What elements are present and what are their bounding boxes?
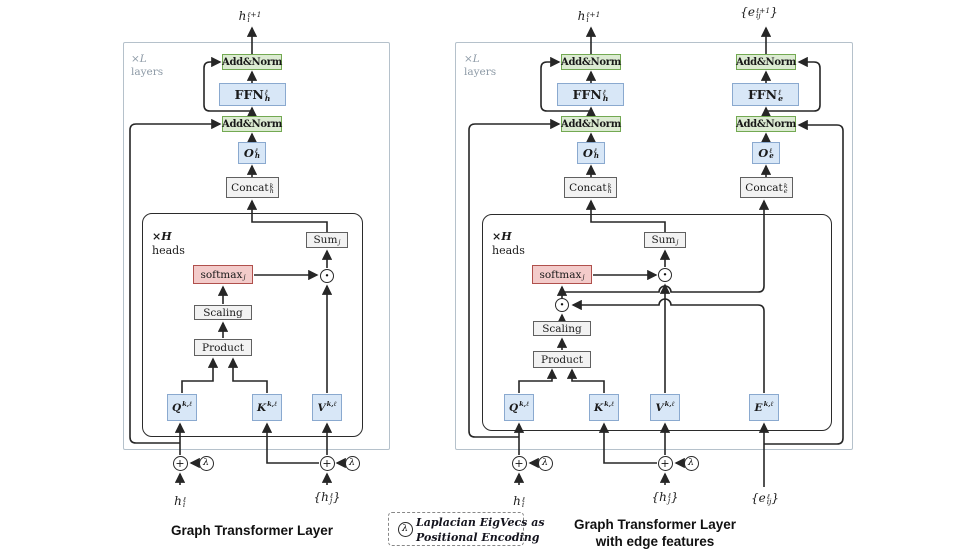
r-e-to-dot1 <box>571 298 765 393</box>
right-addnorm-mid-h-box: Add&Norm <box>561 116 621 132</box>
left-layers-tag: ×L layers <box>131 53 164 79</box>
left-lambda-hi-circle: λ <box>198 455 214 471</box>
left-caption: Graph Transformer Layer <box>170 523 334 538</box>
left-lambda-hj-circle: λ <box>344 455 360 471</box>
left-plus-hi-circle: + <box>172 455 188 471</box>
left-scaling-box: Scaling <box>194 305 252 320</box>
l-k-to-product <box>227 357 268 393</box>
right-plus-hi-circle: + <box>511 455 527 471</box>
right-scaling-box: Scaling <box>533 321 591 336</box>
left-addnorm-top-box: Add&Norm <box>222 54 282 70</box>
legend-box <box>388 512 524 546</box>
r-ffnh-residual <box>540 56 591 112</box>
right-lambda-hi-circle: λ <box>537 455 553 471</box>
right-layers-tag: ×L layers <box>464 53 497 79</box>
r-hj-to-k <box>598 422 657 464</box>
left-hadamard-circle: · <box>320 269 334 283</box>
legend-lambda-circle: λ <box>397 521 413 537</box>
left-product-box: Product <box>194 339 252 356</box>
l-hj-to-k <box>261 422 319 464</box>
r-q-to-product <box>518 368 558 393</box>
right-product-box: Product <box>533 351 591 368</box>
left-heads-tag: ×H heads <box>152 230 185 257</box>
l-h-residual <box>129 118 222 444</box>
right-caption: Graph Transformer Layer with edge featur… <box>573 517 737 549</box>
left-plus-hj-circle: + <box>319 455 335 471</box>
r-k-to-product <box>566 368 605 393</box>
r-h-residual <box>468 118 561 438</box>
right-lambda-hj-circle: λ <box>683 455 699 471</box>
l-ffn-residual <box>203 56 252 112</box>
legend-text: Laplacian EigVecs as Positional Encoding <box>416 516 545 544</box>
r-e-residual <box>764 119 844 445</box>
right-addnorm-top-h-box: Add&Norm <box>561 54 621 70</box>
l-q-to-product <box>181 357 219 393</box>
right-addnorm-top-e-box: Add&Norm <box>736 54 796 70</box>
right-addnorm-mid-e-box: Add&Norm <box>736 116 796 132</box>
right-hadamard-upper-circle: · <box>658 268 672 282</box>
l-sum-to-concat <box>246 199 328 232</box>
r-ffne-residual <box>766 56 821 112</box>
left-addnorm-mid-box: Add&Norm <box>222 116 282 132</box>
right-hadamard-lower-circle: · <box>555 298 569 312</box>
r-sum-to-concath <box>585 199 666 232</box>
right-plus-hj-circle: + <box>657 455 673 471</box>
right-heads-box <box>482 214 832 431</box>
right-heads-tag: ×H heads <box>492 230 525 257</box>
